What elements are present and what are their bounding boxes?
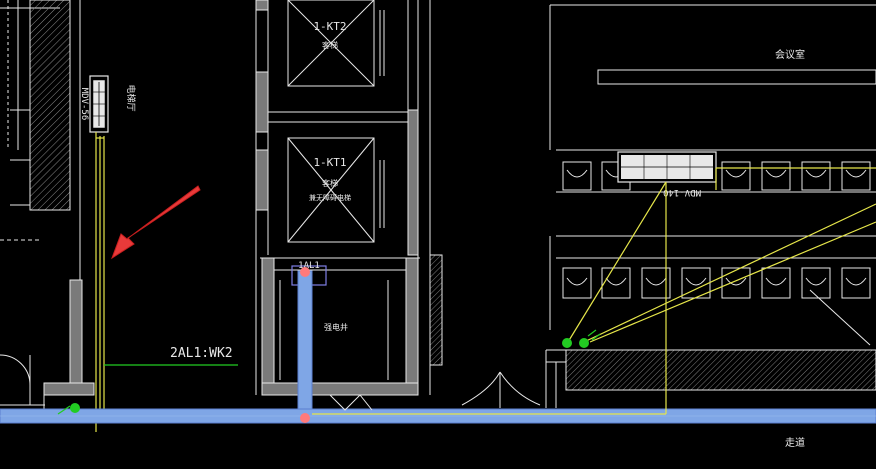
annotation-arrow-icon xyxy=(111,185,201,260)
stair-area-left xyxy=(0,0,71,406)
cable-tray-vertical[interactable] xyxy=(297,270,313,420)
meeting-room xyxy=(549,4,876,330)
elevator-kt1-name: 客梯 xyxy=(322,178,338,188)
corridor-doors xyxy=(329,371,541,411)
cable-tray-horizontal[interactable] xyxy=(0,408,876,424)
control-wiring-meeting[interactable] xyxy=(312,167,876,415)
room-label-elevator-hall: 电梯厅 xyxy=(125,84,137,111)
room-label-corridor: 走道 xyxy=(785,436,805,449)
indoor-unit-mdv-140[interactable] xyxy=(617,151,717,183)
unit-label-mdv-56: MDV-56 xyxy=(79,88,89,121)
elevator-kt1-sub: 兼无障碍电梯 xyxy=(309,193,351,202)
tray-node-markers xyxy=(300,267,310,423)
room-label-meeting: 会议室 xyxy=(775,48,805,61)
refrigerant-pipe-vertical[interactable] xyxy=(95,132,105,432)
room-label-electric-shaft: 强电井 xyxy=(324,322,348,332)
platform-hatched xyxy=(545,289,876,408)
elevator-kt2-name: 客梯 xyxy=(322,40,338,50)
unit-label-mdv-140: MDV-140 xyxy=(663,187,701,197)
junction-node-icon[interactable] xyxy=(57,329,601,415)
indoor-unit-mdv-56[interactable] xyxy=(89,75,109,133)
elevator-kt2-id: 1-KT2 xyxy=(313,20,346,33)
elevator-shafts xyxy=(255,0,443,395)
panel-label: 1AL1 xyxy=(298,261,320,271)
chairs-row-2 xyxy=(562,267,871,299)
wall-left xyxy=(43,0,95,412)
elevator-kt1-id: 1-KT1 xyxy=(313,156,346,169)
circuit-label: 2AL1:WK2 xyxy=(170,346,233,361)
